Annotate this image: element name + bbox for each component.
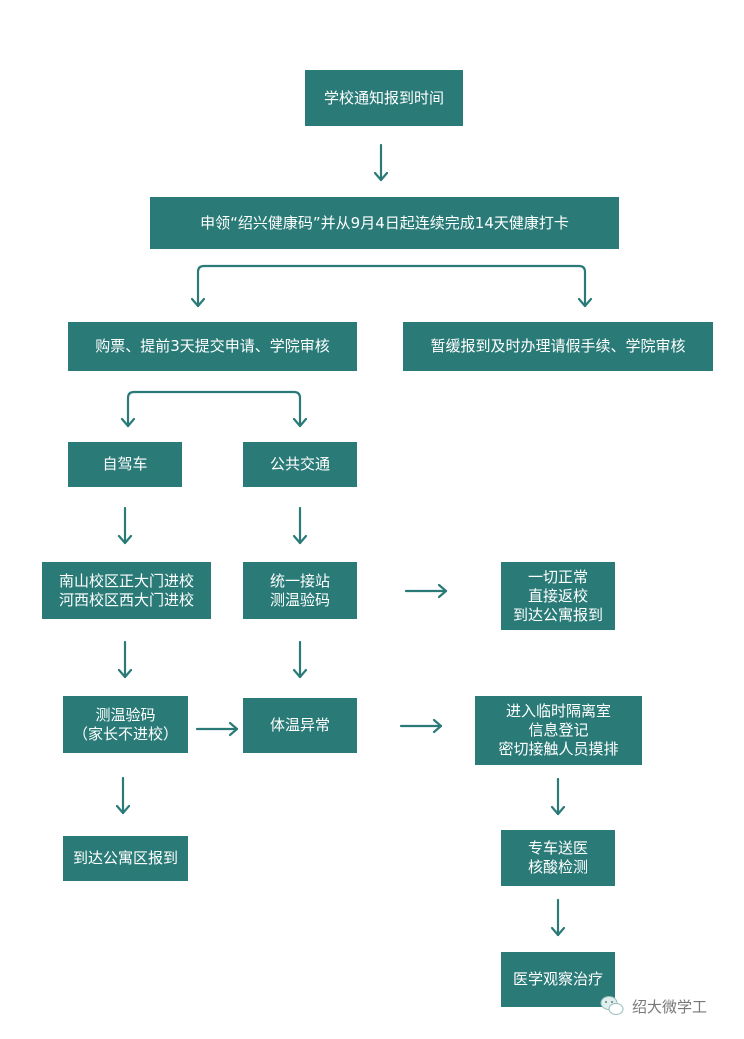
node-station-check: 统一接站 测温验码: [243, 562, 357, 619]
arrow-isolation-to-hospital: [550, 777, 566, 816]
arrow-notify-to-health-code: [373, 143, 389, 182]
arrow-abnormal-to-isolation: [399, 718, 443, 734]
node-treatment: 医学观察治疗: [501, 952, 615, 1007]
node-campus-gates: 南山校区正大门进校 河西校区西大门进校: [42, 562, 211, 619]
wechat-icon: [600, 996, 624, 1015]
arrow-station-to-abnormal: [292, 640, 308, 679]
node-public-transit: 公共交通: [243, 442, 357, 487]
arrow-temp-check-to-dorm: [115, 776, 131, 815]
node-temp-check: 测温验码 （家长不进校）: [63, 696, 188, 753]
arrow-self-drive-to-gates: [117, 506, 133, 545]
node-health-code: 申领“绍兴健康码”并从9月4日起连续完成14天健康打卡: [150, 197, 619, 249]
arrow-hospital-to-treatment: [550, 898, 566, 937]
node-hospital: 专车送医 核酸检测: [501, 830, 615, 886]
node-arrive-dorm: 到达公寓区报到: [63, 836, 188, 881]
branch-transport: [120, 390, 308, 428]
node-postpone: 暂缓报到及时办理请假手续、学院审核: [403, 322, 713, 371]
branch-health-code: [190, 264, 593, 308]
arrow-gates-to-temp-check: [117, 640, 133, 679]
node-self-drive: 自驾车: [68, 442, 182, 487]
node-all-normal: 一切正常 直接返校 到达公寓报到: [501, 562, 615, 630]
arrow-public-to-station: [292, 506, 308, 545]
watermark-text: 绍大微学工: [632, 997, 708, 1016]
node-isolation: 进入临时隔离室 信息登记 密切接触人员摸排: [475, 696, 642, 765]
arrow-temp-check-to-abnormal: [195, 721, 239, 737]
node-notify: 学校通知报到时间: [305, 70, 463, 126]
watermark: 绍大微学工: [600, 995, 707, 1017]
node-abnormal-temp: 体温异常: [243, 698, 357, 753]
arrow-station-to-normal: [404, 583, 448, 599]
node-buy-ticket: 购票、提前3天提交申请、学院审核: [68, 322, 357, 371]
